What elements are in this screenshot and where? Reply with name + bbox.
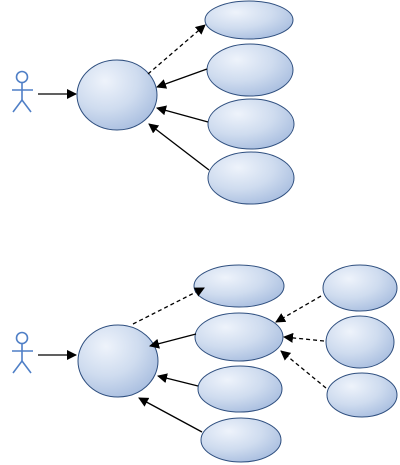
base-usecase-top[interactable] — [76, 59, 158, 131]
actor-figure-top[interactable] — [12, 70, 33, 113]
usecase-top-3[interactable] — [207, 98, 295, 150]
usecase-top-4[interactable] — [207, 151, 295, 205]
usecase-top-1[interactable] — [204, 0, 294, 40]
group-bottom — [12, 264, 398, 463]
solid-arrow-bottom-4 — [138, 397, 203, 433]
solid-arrow-top-4 — [148, 123, 210, 171]
dashed-arrow-extension-3 — [280, 350, 327, 389]
dashed-arrow-extension-1 — [275, 295, 322, 323]
usecase-top-2[interactable] — [206, 43, 294, 97]
solid-arrow-top-3 — [156, 105, 209, 123]
usecase-bottom-4[interactable] — [200, 417, 282, 463]
solid-arrow-bottom-2 — [149, 333, 197, 349]
dashed-arrow-bottom-1 — [132, 287, 205, 325]
dashed-arrow-top-1 — [147, 24, 206, 75]
extension-usecase-1[interactable] — [322, 264, 398, 312]
solid-arrow-bottom-3 — [157, 373, 199, 387]
usecase-bottom-3[interactable] — [197, 365, 283, 413]
actor-figure-bottom[interactable] — [12, 331, 33, 374]
group-top — [12, 0, 295, 205]
usecase-bottom-2[interactable] — [194, 312, 284, 362]
base-usecase-bottom[interactable] — [77, 324, 159, 398]
usecase-bottom-1[interactable] — [193, 264, 285, 308]
dashed-arrow-extension-2 — [283, 332, 325, 343]
extension-usecase-2[interactable] — [325, 315, 395, 369]
extension-usecase-3[interactable] — [326, 372, 398, 418]
solid-arrow-top-2 — [156, 68, 208, 89]
